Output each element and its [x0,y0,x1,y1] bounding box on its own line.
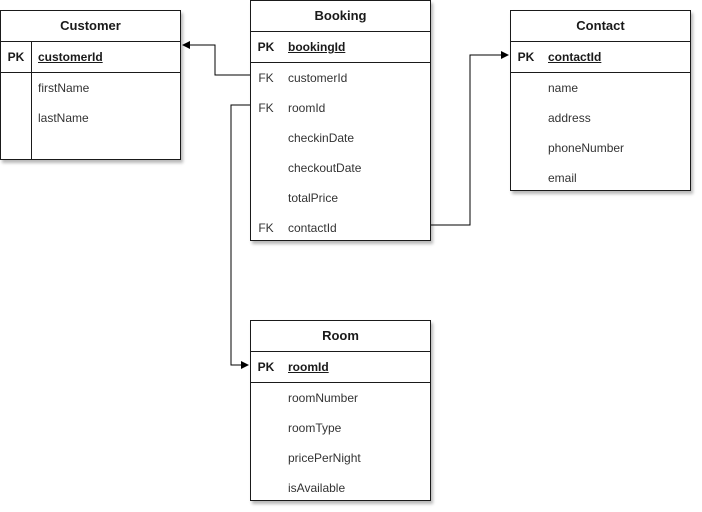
booking-table[interactable]: Booking PK bookingId FK customerId FK ro… [250,0,431,241]
key-label [1,133,31,163]
key-label [251,123,281,153]
contact-table-title: Contact [511,11,690,42]
key-label [251,183,281,213]
booking-field-row[interactable]: checkoutDate [251,153,430,183]
booking-pk-field: bookingId [288,40,346,54]
booking-field-row[interactable]: FK roomId [251,93,430,123]
field-label: phoneNumber [548,141,625,155]
connector-booking-customer [182,41,250,76]
key-label [511,133,541,163]
field-label: roomType [288,421,342,435]
pk-label: PK [257,360,275,374]
customer-field-row[interactable]: firstName [1,73,180,103]
key-label: FK [258,71,274,85]
field-label: lastName [38,111,89,125]
field-label: totalPrice [288,191,339,205]
connector-booking-room [230,104,250,369]
contact-table[interactable]: Contact PK contactId name address phoneN… [510,10,691,191]
field-label: firstName [38,81,90,95]
column-divider [31,41,32,159]
contact-field-row[interactable]: name [511,73,690,103]
room-field-row[interactable]: roomType [251,413,430,443]
booking-pk-row[interactable]: PK bookingId [251,32,430,63]
pk-label: PK [7,50,25,64]
booking-field-row[interactable]: FK customerId [251,63,430,93]
room-table-title: Room [251,321,430,352]
key-label: FK [258,101,274,115]
field-label: email [548,171,577,185]
pk-label: PK [517,50,535,64]
booking-table-title: Booking [251,1,430,32]
pk-label: PK [257,40,275,54]
customer-table[interactable]: Customer PK customerId firstName lastNam… [0,10,181,160]
contact-pk-row[interactable]: PK contactId [511,42,690,73]
field-label: checkoutDate [288,161,362,175]
field-label: pricePerNight [288,451,361,465]
booking-field-row[interactable]: FK contactId [251,213,430,243]
customer-pk-field: customerId [38,50,103,64]
key-label: FK [258,221,274,235]
room-pk-field: roomId [288,360,329,374]
customer-field-row[interactable] [1,133,180,163]
key-label [251,443,281,473]
room-table[interactable]: Room PK roomId roomNumber roomType price… [250,320,431,501]
room-field-row[interactable]: roomNumber [251,383,430,413]
contact-field-row[interactable]: email [511,163,690,193]
field-label: contactId [288,221,337,235]
room-pk-row[interactable]: PK roomId [251,352,430,383]
field-label: customerId [288,71,348,85]
customer-table-title: Customer [1,11,180,42]
field-label: roomNumber [288,391,359,405]
room-field-row[interactable]: pricePerNight [251,443,430,473]
customer-field-row[interactable]: lastName [1,103,180,133]
field-label: checkinDate [288,131,355,145]
key-label [511,163,541,193]
key-label [251,153,281,183]
customer-pk-row[interactable]: PK customerId [1,42,180,73]
key-label [251,473,281,503]
key-label [1,103,31,133]
contact-field-row[interactable]: phoneNumber [511,133,690,163]
key-label [1,73,31,103]
room-field-row[interactable]: isAvailable [251,473,430,503]
key-label [511,103,541,133]
booking-field-row[interactable]: checkinDate [251,123,430,153]
key-label [511,73,541,103]
key-label [251,383,281,413]
contact-field-row[interactable]: address [511,103,690,133]
connector-booking-contact [431,51,509,226]
field-label: address [548,111,591,125]
booking-field-row[interactable]: totalPrice [251,183,430,213]
contact-pk-field: contactId [548,50,602,64]
field-label: isAvailable [288,481,346,495]
field-label: name [548,81,579,95]
field-label: roomId [288,101,326,115]
key-label [251,413,281,443]
